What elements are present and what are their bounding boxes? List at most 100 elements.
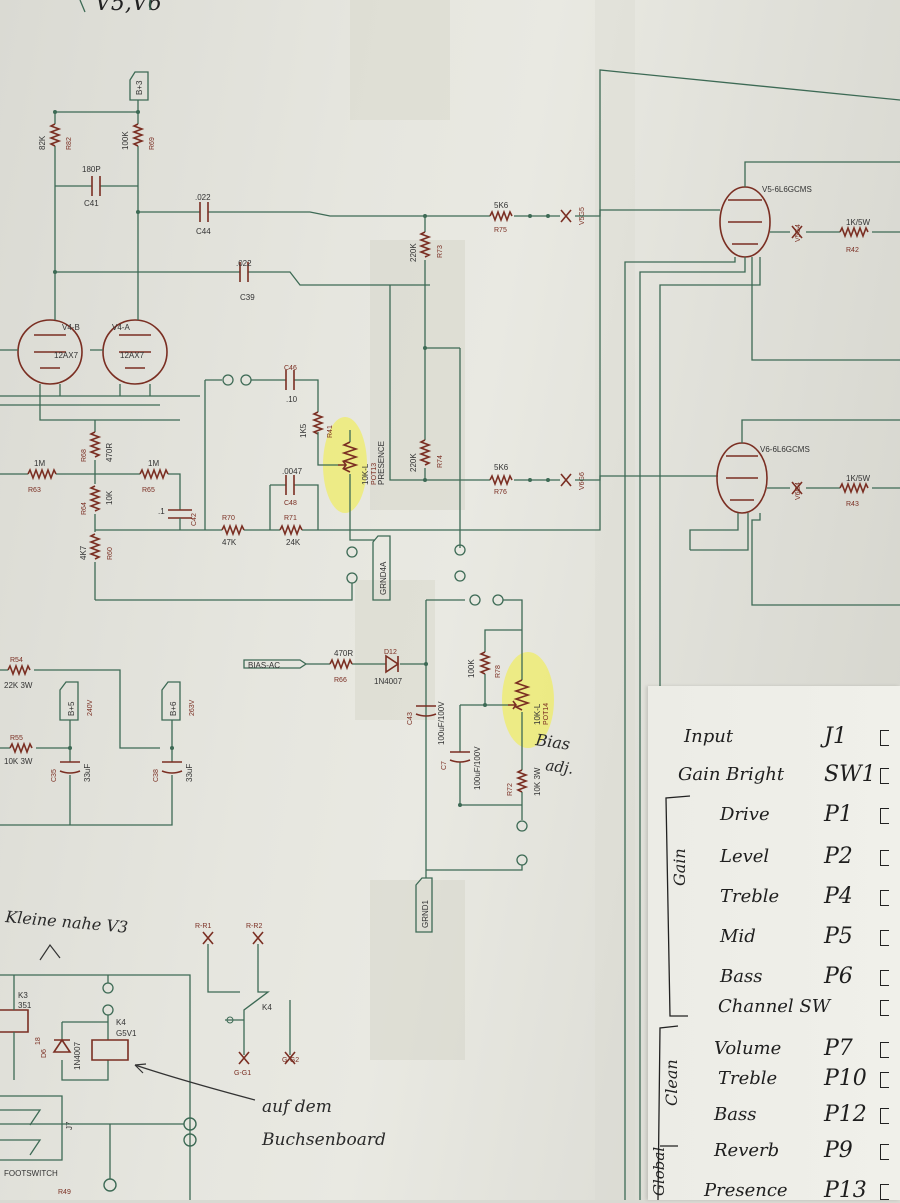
svg-text:V4-A: V4-A [112,323,130,332]
pot-map-code: P9 [824,1138,853,1163]
svg-text:24K: 24K [286,538,301,547]
resistor-r74 [418,439,432,466]
svg-text:351: 351 [18,1001,32,1010]
svg-text:R49: R49 [58,1189,71,1196]
resistor-r64 [88,485,102,512]
svg-text:R55: R55 [10,735,23,742]
svg-text:B+3: B+3 [135,80,144,95]
svg-text:5K6: 5K6 [494,463,509,472]
svg-text:C39: C39 [240,293,255,302]
pot-map-name: Presence [704,1180,788,1201]
capacitor-c42 [168,509,192,519]
relay-k3 [0,1009,29,1033]
pot-map-row: Presence P13 [704,1178,889,1203]
pot-map-name: Bass [720,966,763,987]
diode-d12 [385,654,400,674]
svg-text:C41: C41 [84,199,99,208]
svg-text:R71: R71 [284,515,297,522]
potentiometer-pot14 [513,679,531,711]
pot-map-code: P4 [824,884,853,909]
group-label-global: Global [650,1146,668,1196]
svg-text:R74: R74 [437,455,444,468]
svg-text:10K-L: 10K-L [361,463,370,485]
test-point-x [560,209,572,223]
highlight [502,652,554,748]
svg-text:47K: 47K [222,538,237,547]
svg-text:D6: D6 [41,1049,48,1058]
potentiometer-pot13 [341,441,359,473]
resistor-r41 [311,411,325,435]
svg-text:R75: R75 [494,227,507,234]
svg-text:4K7: 4K7 [79,545,88,560]
pot-map-code: P2 [824,844,853,869]
tape-strip [355,580,435,720]
pot-map-name: Volume [714,1038,782,1059]
test-point-x [560,473,572,487]
svg-text:10K: 10K [105,490,114,505]
pot-map-code: P1 [824,802,853,827]
resistor-r71 [279,523,303,537]
svg-text:C35: C35 [51,769,58,782]
svg-text:1M: 1M [34,459,45,468]
svg-text:100K: 100K [121,131,130,150]
resistor-r65 [139,467,169,481]
resistor-r54 [7,663,31,677]
svg-text:R73: R73 [437,245,444,258]
resistor-r82 [48,123,62,147]
svg-text:FOOTSWITCH: FOOTSWITCH [4,1169,58,1178]
svg-text:B+6: B+6 [169,701,178,716]
net-label-b6 [161,681,181,721]
svg-text:1N4007: 1N4007 [73,1041,82,1070]
svg-text:adj.: adj. [544,756,574,778]
bias-adj-note: Bias [533,730,571,754]
svg-text:240V: 240V [87,699,94,716]
pot-map-code: P13 [824,1178,867,1203]
pot-map-code: P10 [824,1066,867,1091]
resistor-r73 [418,231,432,258]
capacitor-c38 [161,761,183,774]
svg-text:V5-6L6GCMS: V5-6L6GCMS [762,185,812,194]
pot-map-code: P7 [824,1036,853,1061]
pot-map-checkbox [880,730,889,746]
svg-text:100uF/100V: 100uF/100V [473,746,482,790]
net-label-grnd4a [372,535,391,601]
pot-map-checkbox [880,930,889,946]
capacitor-c35 [59,761,81,774]
svg-text:K3: K3 [18,991,28,1000]
svg-text:BIAS-AC: BIAS-AC [248,661,280,670]
svg-text:18: 18 [35,1037,42,1045]
svg-text:R42: R42 [846,247,859,254]
pot-map-checkbox [880,808,889,824]
svg-text:12AX7: 12AX7 [120,351,145,360]
svg-text:1K5: 1K5 [299,423,308,438]
pot-map-code: SW1 [824,762,876,787]
svg-text:POT14: POT14 [543,703,550,725]
pot-map-brackets [657,795,691,1200]
svg-text:R70: R70 [222,515,235,522]
svg-text:C43: C43 [407,712,414,725]
svg-text:V5G4: V5G4 [795,224,802,242]
svg-text:10K 3W: 10K 3W [533,767,542,796]
diode-d6 [52,1038,72,1053]
pot-map-checkbox [880,970,889,986]
capacitor-c46 [285,370,295,390]
buchsen-note: auf dem [262,1097,332,1117]
svg-text:GRND1: GRND1 [421,899,430,928]
pot-map-checkbox [880,768,889,784]
pot-map-row: Volume P7 [714,1036,889,1061]
svg-text:5K6: 5K6 [494,201,509,210]
tape-strip [595,0,635,1200]
svg-text:V6G6: V6G6 [579,472,586,490]
test-point-x [238,1051,296,1065]
svg-text:82K: 82K [38,135,47,150]
resistor-r68 [88,431,102,458]
svg-text:.10: .10 [286,395,298,404]
resistor-r70 [221,523,245,537]
